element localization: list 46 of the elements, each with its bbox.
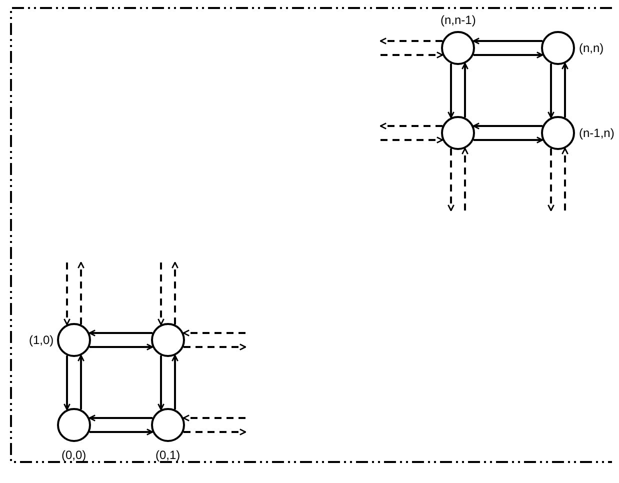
arrow bbox=[88, 330, 152, 336]
state-circle bbox=[541, 31, 575, 65]
dashed-arrow bbox=[64, 262, 70, 326]
arrow bbox=[562, 62, 568, 118]
dashed-arrow bbox=[448, 148, 454, 212]
dashed-arrow bbox=[380, 136, 444, 144]
state-circle bbox=[57, 408, 91, 442]
dashed-arrow bbox=[380, 122, 442, 130]
state-circle bbox=[541, 116, 575, 150]
dashed-arrow bbox=[172, 262, 178, 324]
dashed-arrow bbox=[380, 38, 442, 44]
arrow bbox=[472, 122, 542, 130]
dashed-arrow bbox=[184, 344, 246, 350]
coordinate-label: (n,n) bbox=[579, 41, 604, 55]
arrow bbox=[90, 344, 154, 350]
arrow bbox=[88, 414, 152, 422]
state-circle bbox=[57, 323, 91, 357]
arrow bbox=[158, 356, 164, 410]
dashed-arrow bbox=[462, 148, 468, 210]
dashed-arrow bbox=[182, 330, 246, 336]
state-circle bbox=[151, 408, 185, 442]
arrow bbox=[64, 356, 70, 410]
state-circle bbox=[441, 116, 475, 150]
dashed-arrow bbox=[380, 52, 444, 58]
state-circle bbox=[151, 323, 185, 357]
arrow bbox=[172, 354, 178, 410]
coordinate-label: (n,n-1) bbox=[440, 13, 476, 27]
arrow bbox=[448, 64, 454, 118]
coordinate-label: (0,1) bbox=[156, 448, 180, 462]
dashed-arrow bbox=[158, 262, 164, 326]
arrow bbox=[474, 136, 544, 144]
state-circle bbox=[441, 31, 475, 65]
dashed-arrow bbox=[562, 148, 568, 210]
coordinate-label: (1,0) bbox=[29, 333, 54, 347]
arrow bbox=[472, 38, 542, 44]
dashed-arrow bbox=[548, 148, 554, 212]
dashed-arrow bbox=[184, 428, 246, 436]
dashed-arrow bbox=[182, 414, 246, 422]
arrow bbox=[78, 354, 84, 410]
coordinate-label: (0,0) bbox=[62, 448, 86, 462]
arrow bbox=[462, 62, 468, 118]
arrow bbox=[474, 52, 544, 58]
arrow bbox=[548, 64, 554, 118]
dashed-arrow bbox=[78, 262, 84, 324]
coordinate-label: (n-1,n) bbox=[579, 126, 614, 140]
arrow bbox=[90, 428, 154, 436]
